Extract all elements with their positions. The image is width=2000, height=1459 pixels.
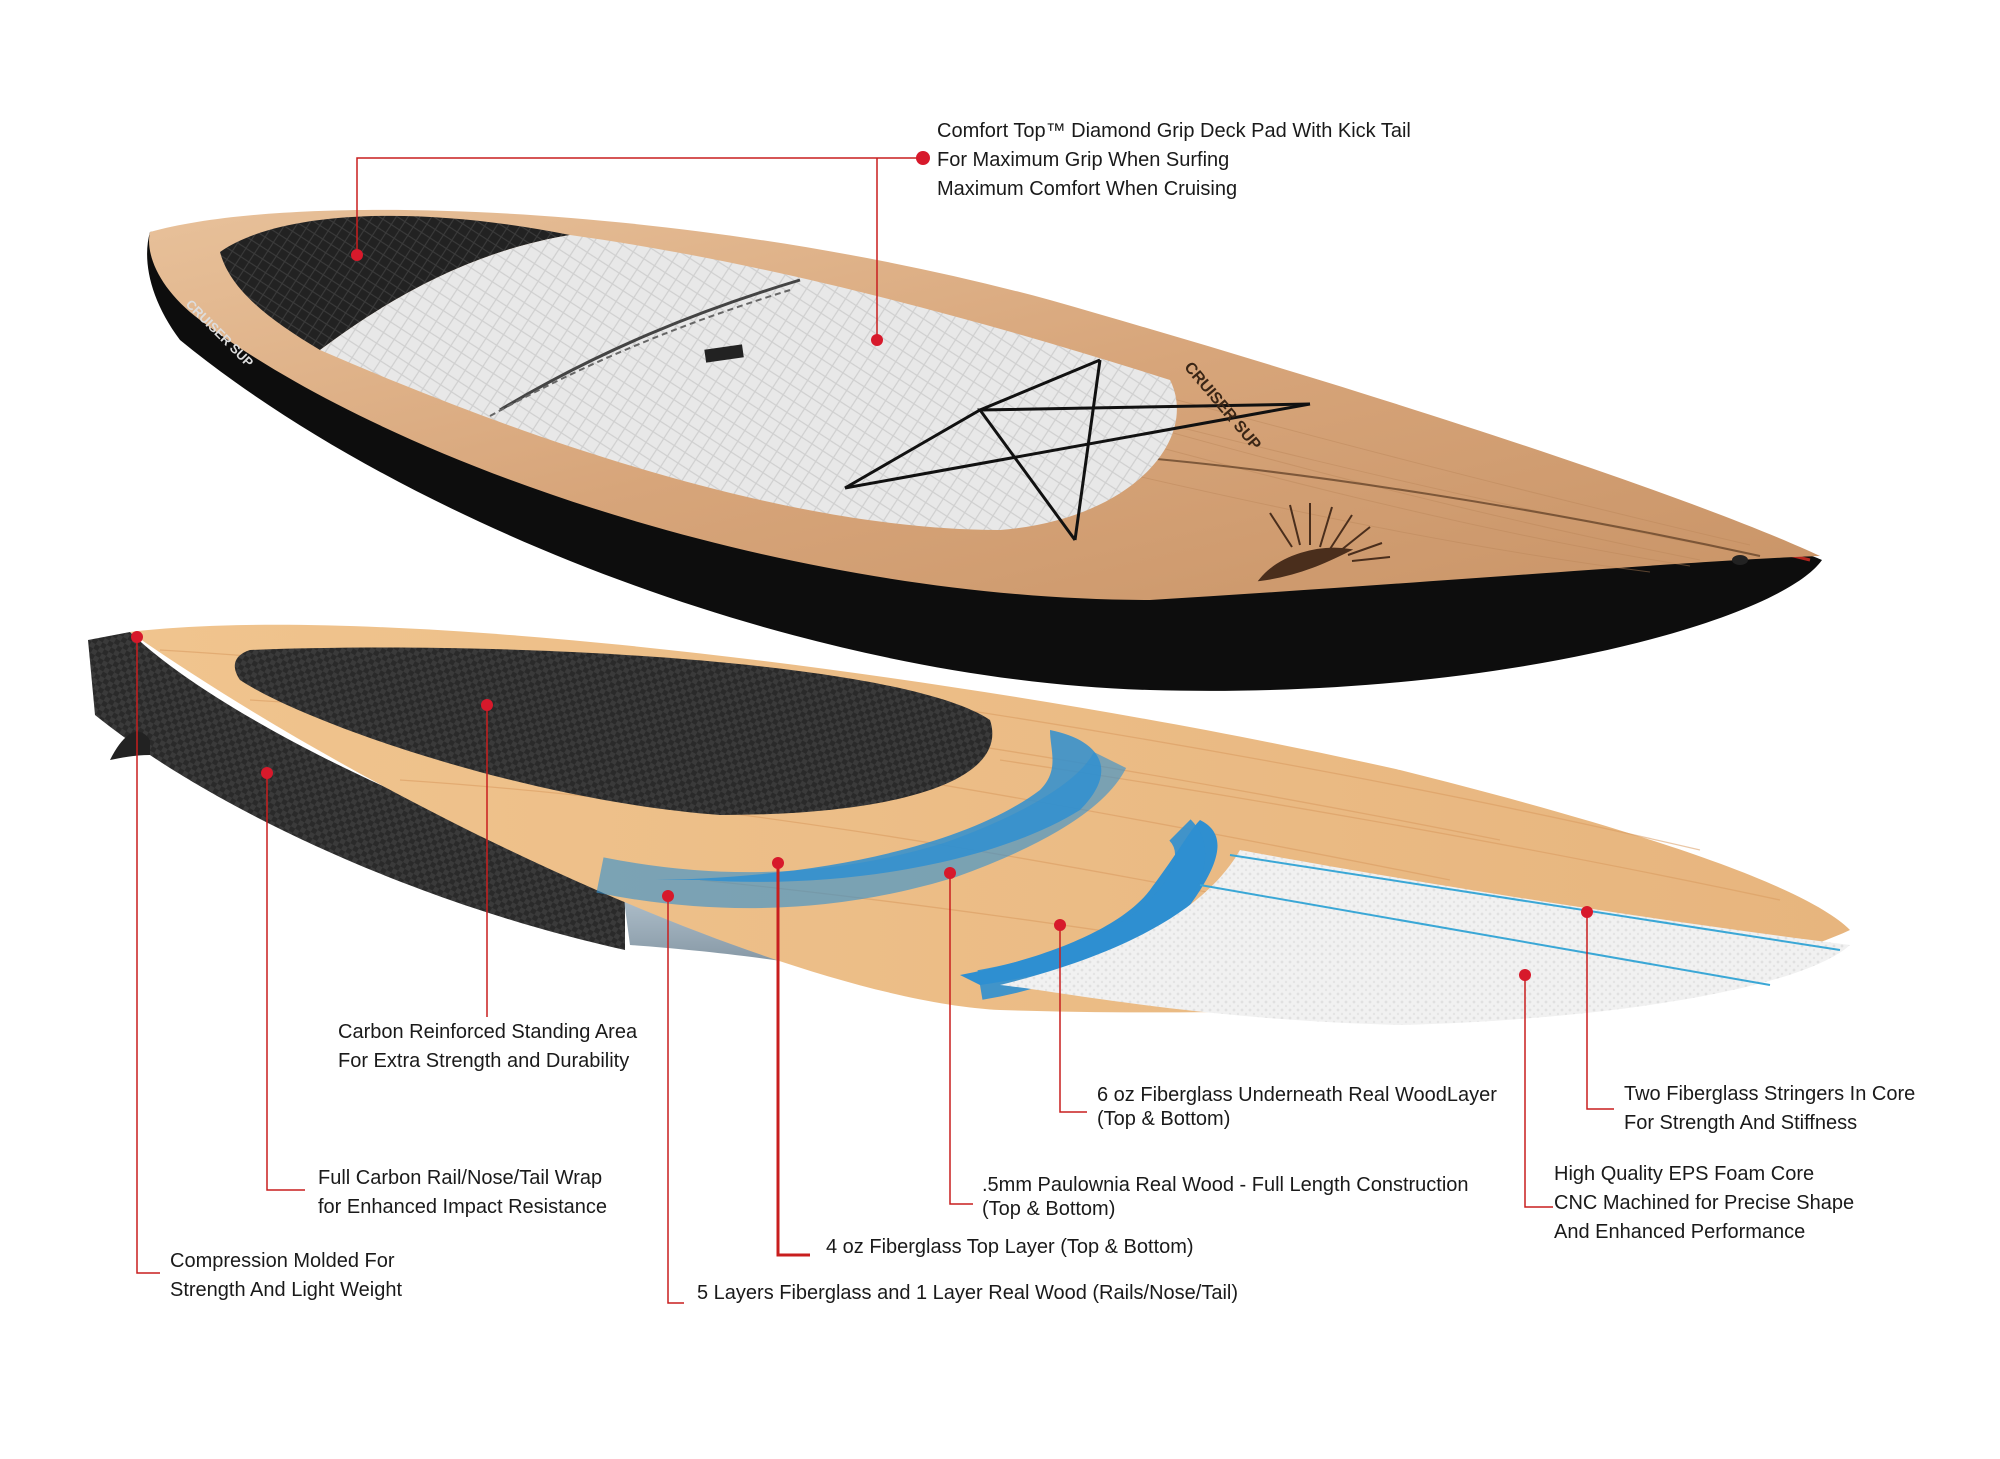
eps-foam-core [1000,850,1850,1025]
callout-paulownia-line1: .5mm Paulownia Real Wood - Full Length C… [982,1174,1469,1196]
callout-eps-core-line1: High Quality EPS Foam Core [1554,1163,1815,1185]
top-board: CRUISER SUP CRUISER SUP [147,209,1823,691]
callout-stringers-line1: Two Fiberglass Stringers In Core [1624,1083,1916,1105]
leader-lines [136,157,1614,1304]
callout-five-layers: 5 Layers Fiberglass and 1 Layer Real Woo… [697,1279,1238,1308]
callout-deck-pad-line2: For Maximum Grip When Surfing [937,149,1230,171]
sun-logo [1257,503,1391,582]
callout-deck-pad-line1: Comfort Top™ Diamond Grip Deck Pad With … [937,120,1411,142]
callout-four-oz: 4 oz Fiberglass Top Layer (Top & Bottom) [826,1233,1194,1262]
callout-deck-pad-line3: Maximum Comfort When Cruising [937,178,1238,200]
carbon-standing-area [234,647,993,815]
callout-carbon-rail-line2: for Enhanced Impact Resistance [318,1196,608,1218]
callout-carbon-rail-line1: Full Carbon Rail/Nose/Tail Wrap [318,1167,603,1189]
leader-dots [131,151,1593,981]
callout-carbon-rail: Full Carbon Rail/Nose/Tail Wrap for Enha… [318,1164,607,1222]
callout-carbon-standing: Carbon Reinforced Standing Area For Extr… [338,1018,637,1076]
callout-eps-core: High Quality EPS Foam Core CNC Machined … [1554,1160,1854,1247]
callout-carbon-standing-line2: For Extra Strength and Durability [338,1050,630,1072]
cutaway-board [88,624,1850,1025]
callout-compression: Compression Molded For Strength And Ligh… [170,1247,402,1305]
stringer-1 [1229,854,1841,951]
callout-stringers-line2: For Strength And Stiffness [1624,1112,1858,1134]
callout-four-oz-line1: 4 oz Fiberglass Top Layer (Top & Bottom) [826,1236,1194,1258]
callout-six-oz-line2: (Top & Bottom) [1097,1108,1231,1130]
fin [110,731,150,760]
kick-tail-pad [220,215,570,350]
callout-five-layers-line1: 5 Layers Fiberglass and 1 Layer Real Woo… [697,1282,1238,1304]
callout-paulownia: .5mm Paulownia Real Wood - Full Length C… [982,1173,1469,1221]
callout-six-oz-line1: 6 oz Fiberglass Underneath Real WoodLaye… [1097,1084,1497,1106]
stringer-2 [1199,884,1771,986]
callout-eps-core-line3: And Enhanced Performance [1554,1221,1806,1243]
callout-six-oz: 6 oz Fiberglass Underneath Real WoodLaye… [1097,1083,1497,1131]
callout-stringers: Two Fiberglass Stringers In Core For Str… [1624,1080,1915,1138]
callout-compression-line2: Strength And Light Weight [170,1279,403,1301]
callout-eps-core-line2: CNC Machined for Precise Shape [1554,1192,1855,1214]
callout-carbon-standing-line1: Carbon Reinforced Standing Area [338,1021,638,1043]
callout-compression-line1: Compression Molded For [170,1250,395,1272]
callout-deck-pad: Comfort Top™ Diamond Grip Deck Pad With … [937,117,1411,204]
carbon-rail-wrap [88,632,625,950]
callout-paulownia-line2: (Top & Bottom) [982,1198,1116,1220]
deck-pad [320,235,1177,530]
